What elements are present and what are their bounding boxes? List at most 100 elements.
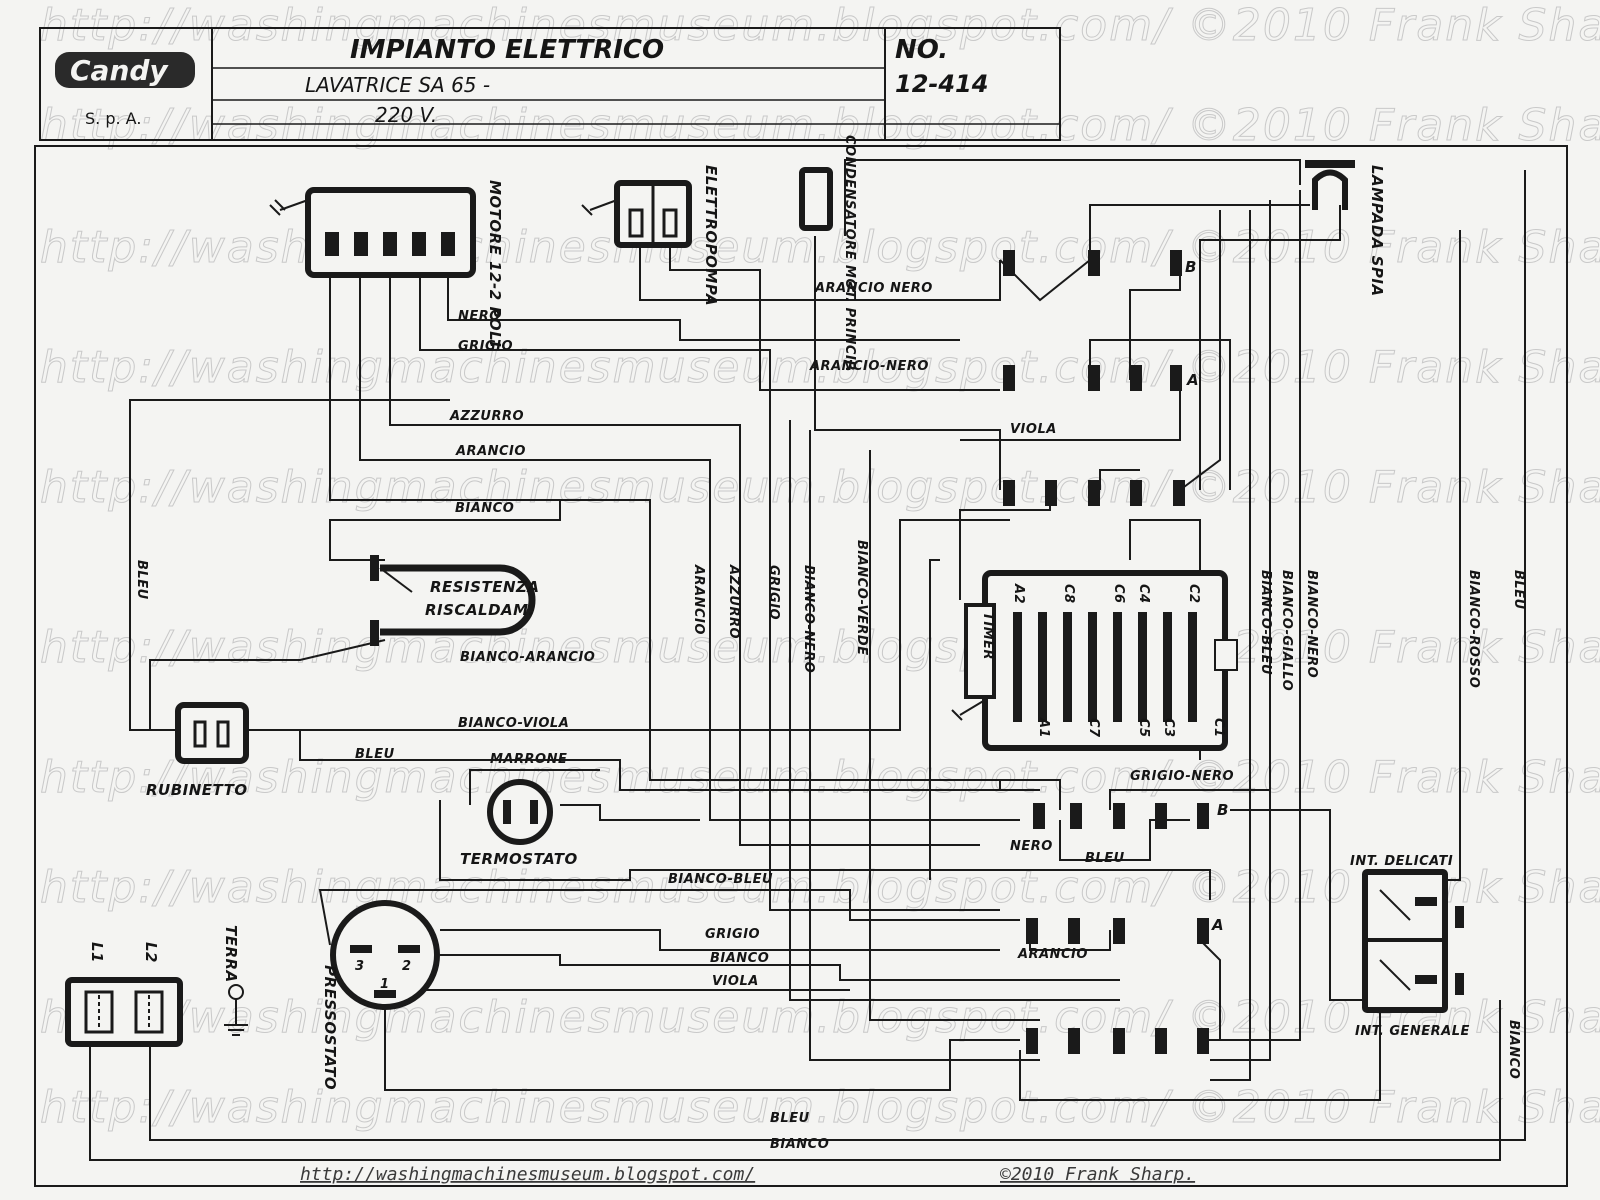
- wire-arancio-nero-2: [669, 236, 1000, 391]
- wire-bianco-bleu-right: [1210, 210, 1251, 1081]
- wire-bianco-viola: [240, 519, 1010, 731]
- appliance-model: LAVATRICE SA 65 -: [305, 73, 490, 97]
- earth-label: TERRA: [222, 925, 240, 983]
- timer-contact-c2: C2: [1186, 584, 1201, 604]
- motor-component: MOTORE 12-2 POLI: [269, 180, 504, 347]
- lamp-label: LAMPADA SPIA: [1368, 165, 1386, 297]
- heater-label-line2: RISCALDAM.: [425, 601, 535, 619]
- wire-contact-c: [1089, 339, 1231, 490]
- wire-arancio: [359, 236, 1020, 821]
- wire-label-arancio: ARANCIO: [455, 444, 526, 459]
- wire-bianco-nero-mid: [809, 430, 1040, 1061]
- wire-bleu-right: [149, 170, 1526, 1141]
- wire-marrone: [469, 769, 600, 805]
- wire-heater: [329, 500, 561, 561]
- wire-bianco-right: [89, 1000, 1501, 1161]
- wire-nero: [447, 236, 960, 341]
- contact-group-a-bottom: A: [1211, 916, 1224, 934]
- thermostat-label: TERMOSTATO: [460, 850, 578, 868]
- wire-label-azzurro-vert: AZZURRO: [726, 564, 741, 639]
- wire-bianco-bleu: [439, 800, 1211, 900]
- watermark-line: http://washingmachinesmuseum.blogspot.co…: [40, 622, 1600, 673]
- wire-bianco-verde: [869, 450, 1040, 1021]
- wire-timer-bus: [929, 559, 940, 880]
- wire-label-viola-press: VIOLA: [712, 974, 759, 989]
- wire-lamp-right: [1199, 205, 1341, 490]
- wire-condenser-a: [814, 236, 1001, 490]
- timer-label: TIMER: [980, 612, 995, 660]
- wire-grigio-vert: [789, 420, 1120, 1001]
- pressure-switch-label: PRESSOSTATO: [321, 965, 339, 1090]
- wire-label-azzurro: AZZURRO: [449, 409, 524, 424]
- wire-label-bianco-nero-right: BIANCO-NERO: [1304, 570, 1319, 678]
- footer: http://washingmachinesmuseum.blogspot.co…: [300, 1164, 1195, 1185]
- wire-label-grigio-nero: GRIGIO-NERO: [1130, 769, 1234, 784]
- wire-label-bianco-verde: BIANCO-VERDE: [854, 540, 869, 656]
- wire-label-nero: NERO: [458, 309, 501, 324]
- footer-copyright: ©2010 Frank Sharp.: [1000, 1164, 1195, 1185]
- diagram-frame: [34, 145, 1568, 1187]
- wire-label-viola: VIOLA: [1010, 422, 1057, 437]
- wire-bianco-giallo: [1210, 200, 1271, 1061]
- brand-logo-text: Candy: [70, 54, 169, 87]
- wire-label-marrone: MARRONE: [490, 752, 567, 767]
- wire-bleu-left: [129, 399, 450, 731]
- condenser-label: CONDENSATORE MOT. PRINCIP.: [842, 135, 857, 372]
- candy-logo: [55, 52, 195, 88]
- watermark-line: http://washingmachinesmuseum.blogspot.co…: [40, 0, 1600, 51]
- heater-label-line1: RESISTENZA: [430, 578, 540, 596]
- condenser-component: CONDENSATORE MOT. PRINCIP.: [799, 135, 857, 372]
- timer-contact-c7: C7: [1086, 718, 1101, 738]
- pump-component: ELETTROPOMPA: [581, 165, 720, 306]
- wire-bianco-arancio: [149, 639, 386, 730]
- switch-block: INT. DELICATI INT. GENERALE: [1350, 854, 1470, 1039]
- wire-label-bianco-right: BIANCO: [1506, 1020, 1521, 1079]
- contact-group-b-top: B: [1185, 258, 1197, 276]
- wire-label-arancio-lower: ARANCIO: [1017, 947, 1088, 962]
- contact-pins: B A B A: [1003, 250, 1229, 1054]
- wire-press-top: [318, 889, 1020, 946]
- wire-viola: [960, 380, 1181, 441]
- wire-label-bleu-left: BLEU: [134, 560, 149, 600]
- wire-label-bianco-viola: BIANCO-VIOLA: [458, 716, 569, 731]
- tap-component: RUBINETTO: [146, 702, 249, 799]
- timer-contact-c8: C8: [1061, 584, 1076, 604]
- watermark-line: http://washingmachinesmuseum.blogspot.co…: [40, 752, 1600, 803]
- watermark-layer: http://washingmachinesmuseum.blogspot.co…: [40, 0, 1600, 1134]
- wire-label-bianco-press: BIANCO: [710, 951, 769, 966]
- footer-link[interactable]: http://washingmachinesmuseum.blogspot.co…: [300, 1164, 755, 1185]
- thermostat-component: TERMOSTATO: [460, 779, 578, 868]
- wire-grigio-press: [440, 929, 1000, 951]
- tap-label: RUBINETTO: [146, 781, 248, 799]
- timer-contact-c4: C4: [1136, 584, 1151, 604]
- wire-label-bleu-lower: BLEU: [1085, 851, 1125, 866]
- line1-label: L1: [88, 942, 106, 963]
- lamp-component: LAMPADA SPIA: [1305, 160, 1386, 297]
- timer-contact-c3: C3: [1161, 718, 1176, 738]
- wire-press-bottom: [384, 1000, 1020, 1091]
- motor-label: MOTORE 12-2 POLI: [486, 180, 504, 347]
- timer-component: TIMER A2 C8 C6 C4 C2 A1 C7 C5 C3 C1: [951, 570, 1238, 751]
- watermark-line: http://washingmachinesmuseum.blogspot.co…: [40, 100, 1600, 151]
- wire-bianco-nero-right: [1200, 190, 1301, 1041]
- switch-main-label: INT. GENERALE: [1355, 1024, 1470, 1039]
- wire-label-grigio-vert: GRIGIO: [766, 565, 781, 620]
- wire-bianco-press: [440, 954, 1120, 981]
- timer-contact-c1: C1: [1211, 718, 1226, 738]
- wire-label-bleu: BLEU: [355, 747, 395, 762]
- watermark-line: http://washingmachinesmuseum.blogspot.co…: [40, 462, 1600, 513]
- press-terminal-1: 1: [380, 977, 390, 992]
- timer-contact-c5: C5: [1136, 718, 1151, 738]
- wire-label-bianco-nero-vert: BIANCO-NERO: [801, 565, 816, 673]
- heater-component: RESISTENZA RISCALDAM.: [370, 555, 540, 646]
- wire-lower-a: [1199, 939, 1221, 1040]
- earth-symbol: TERRA: [222, 925, 248, 1036]
- wire-condenser-b: [844, 159, 1301, 236]
- contact-group-a-top: A: [1186, 371, 1199, 389]
- contact-group-b-bottom: B: [1217, 801, 1229, 819]
- wire-label-grigio: GRIGIO: [458, 339, 513, 354]
- wire-lamp-left: [1089, 204, 1310, 260]
- watermark-line: http://washingmachinesmuseum.blogspot.co…: [40, 342, 1600, 393]
- press-terminal-3: 3: [355, 959, 365, 974]
- company-label: S. p. A.: [85, 109, 141, 128]
